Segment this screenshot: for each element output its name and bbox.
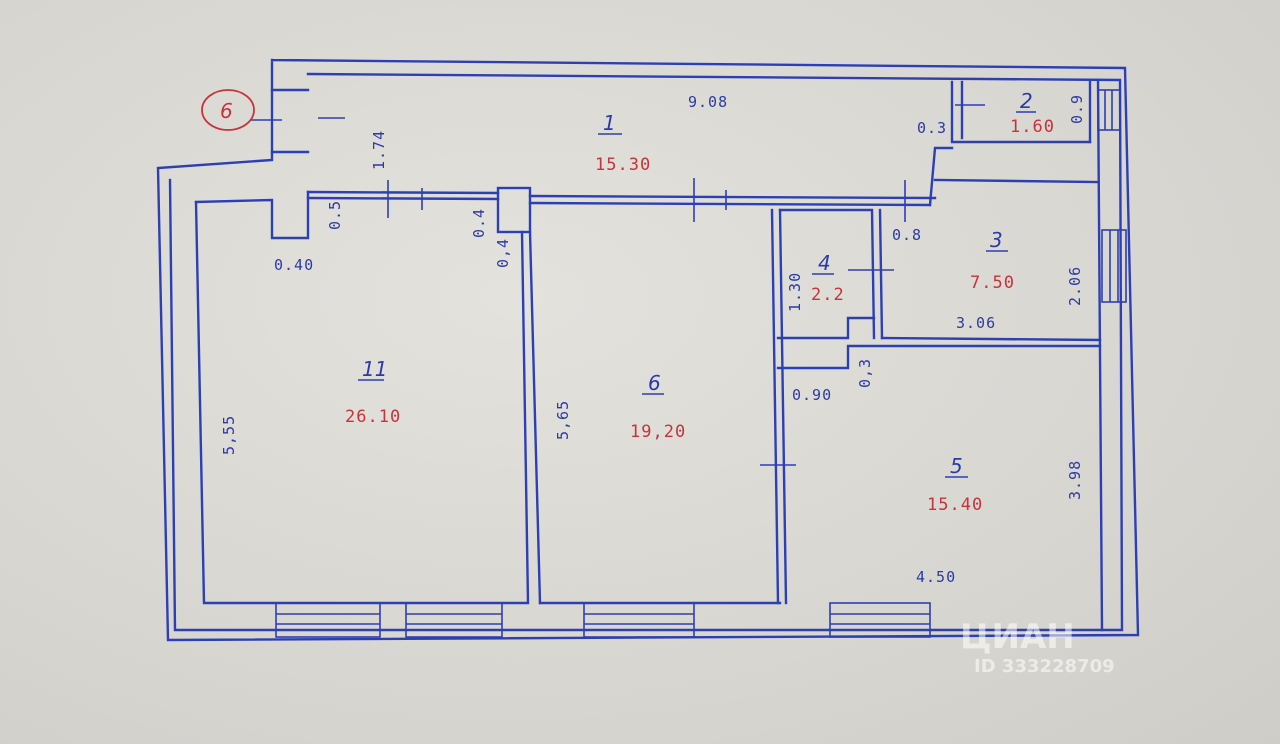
room-1-area: 15.30: [595, 155, 651, 175]
room-4-walls: [776, 208, 1102, 370]
room-5-number: 5: [950, 454, 963, 478]
watermark-id: ID 333228709: [974, 656, 1115, 677]
dim-3-98: 3.98: [1066, 460, 1084, 500]
right-wall: [1096, 78, 1104, 632]
room-3-area: 7.50: [970, 273, 1015, 293]
dim-5-65: 5,65: [554, 400, 572, 440]
watermark-brand: ЦИАН: [960, 617, 1075, 657]
room-2-walls: [950, 80, 1092, 144]
watermark: ЦИАН ID 333228709: [960, 617, 1115, 677]
dim-0-8: 0.8: [892, 226, 922, 244]
dim-0-4-b: 0,4: [494, 238, 512, 268]
room-4-area: 2.2: [811, 285, 845, 305]
window-room-5: [829, 602, 931, 638]
room-areas: 15.30 1.60 7.50 2.2 15.40 19,20 26.10: [345, 117, 1055, 515]
room-11-walls: [194, 200, 542, 605]
dim-1-74: 1.74: [370, 130, 388, 170]
stamp-circle: [201, 89, 255, 131]
windows: [275, 89, 1127, 638]
room-1-number: 1: [603, 111, 616, 135]
corridor-wall: [306, 178, 937, 234]
room-2-number: 2: [1020, 89, 1033, 113]
dim-3-06: 3.06: [956, 314, 996, 332]
dim-0-4-a: 0.4: [470, 208, 488, 238]
dim-9-08: 9.08: [688, 93, 728, 111]
dim-2-06: 2.06: [1066, 266, 1084, 306]
room-11-area: 26.10: [345, 407, 401, 427]
dim-0-3-top: 0.3: [917, 119, 947, 137]
window-room-11-left: [275, 602, 381, 638]
dim-1-30: 1.30: [786, 272, 804, 312]
room-3-number: 3: [990, 228, 1003, 252]
room-6-walls: [538, 208, 796, 605]
room-2-area: 1.60: [1010, 117, 1055, 137]
window-room-2: [1097, 89, 1121, 131]
dimensions: 9.08 1.74 0.3 0.9 0.40 0.5 0.4 0,4 0.8 2…: [220, 93, 1086, 586]
dim-0-90: 0.90: [792, 386, 832, 404]
room-6-number: 6: [648, 371, 661, 395]
window-room-3: [1101, 229, 1127, 303]
outer-walls: [156, 58, 1140, 642]
dim-0-9: 0.9: [1068, 94, 1086, 124]
window-room-6: [583, 602, 695, 638]
stamp: 6: [201, 89, 255, 131]
dim-0-5: 0.5: [326, 200, 344, 230]
window-room-11-right: [405, 602, 503, 638]
entrance-block: [194, 88, 345, 240]
dim-0-40: 0.40: [274, 256, 314, 274]
dim-5-55: 5,55: [220, 415, 238, 455]
room-3-walls: [880, 146, 1102, 342]
stamp-text: 6: [220, 99, 233, 123]
dim-0-3-bottom: 0,3: [856, 358, 874, 388]
room-numbers: 1 2 3 4 5 6 11: [358, 89, 1036, 478]
room-5-area: 15.40: [927, 495, 983, 515]
dim-4-50: 4.50: [916, 568, 956, 586]
room-11-number: 11: [362, 357, 387, 381]
room-6-area: 19,20: [630, 422, 686, 442]
room-4-number: 4: [818, 251, 831, 275]
